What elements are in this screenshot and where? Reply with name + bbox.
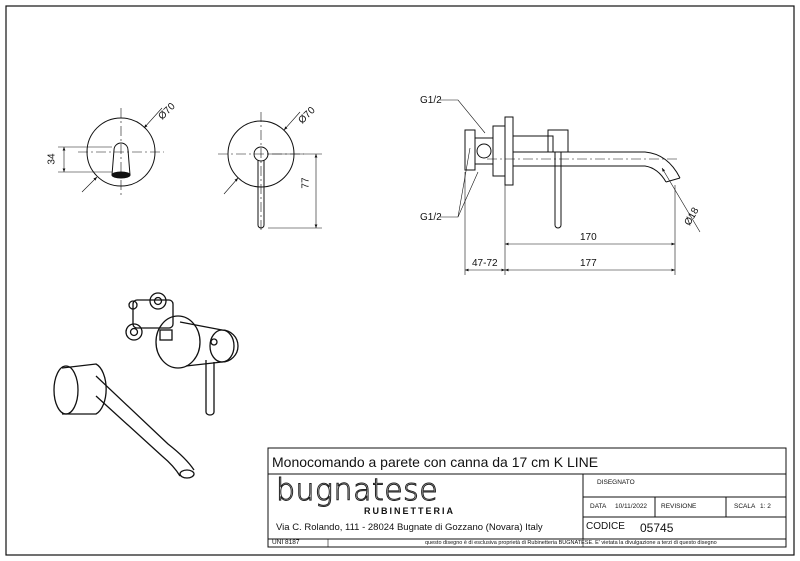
scala-label: SCALA: [734, 503, 756, 510]
data-value: 10/11/2022: [615, 503, 648, 510]
disegnato-label: DISEGNATO: [597, 479, 635, 486]
front-view-mixer: [218, 111, 322, 230]
sheet-border: [5, 5, 795, 556]
drawing-title: Monocomando a parete con canna da 17 cm …: [272, 454, 599, 470]
thread-bottom-label: G1/2: [420, 212, 442, 223]
thread-top-label: G1/2: [420, 95, 442, 106]
codice-value: 05745: [640, 521, 674, 535]
codice-label: CODICE: [586, 521, 625, 532]
front-view-spout: [58, 107, 164, 196]
scala-value: 1: 2: [760, 503, 771, 510]
dim-spout-length: 170: [580, 232, 597, 243]
uni-standard: UNI 8187: [272, 539, 300, 546]
dim-total-length: 177: [580, 258, 597, 269]
title-block: [267, 447, 787, 548]
isometric-view: [53, 292, 239, 479]
revisione-label: REVISIONE: [661, 503, 697, 510]
ownership-disclaimer: questo disegno è di esclusiva proprietà …: [425, 540, 717, 546]
brand-subtitle: RUBINETTERIA: [364, 506, 455, 516]
dim-front1-height: 34: [46, 153, 58, 165]
side-view: [440, 99, 701, 275]
data-label: DATA: [590, 503, 607, 510]
dim-front2-height: 77: [300, 177, 312, 189]
dim-body-length: 47-72: [472, 258, 498, 269]
brand-logo: bugnatese: [275, 473, 439, 508]
company-address: Via C. Rolando, 111 - 28024 Bugnate di G…: [276, 522, 543, 533]
